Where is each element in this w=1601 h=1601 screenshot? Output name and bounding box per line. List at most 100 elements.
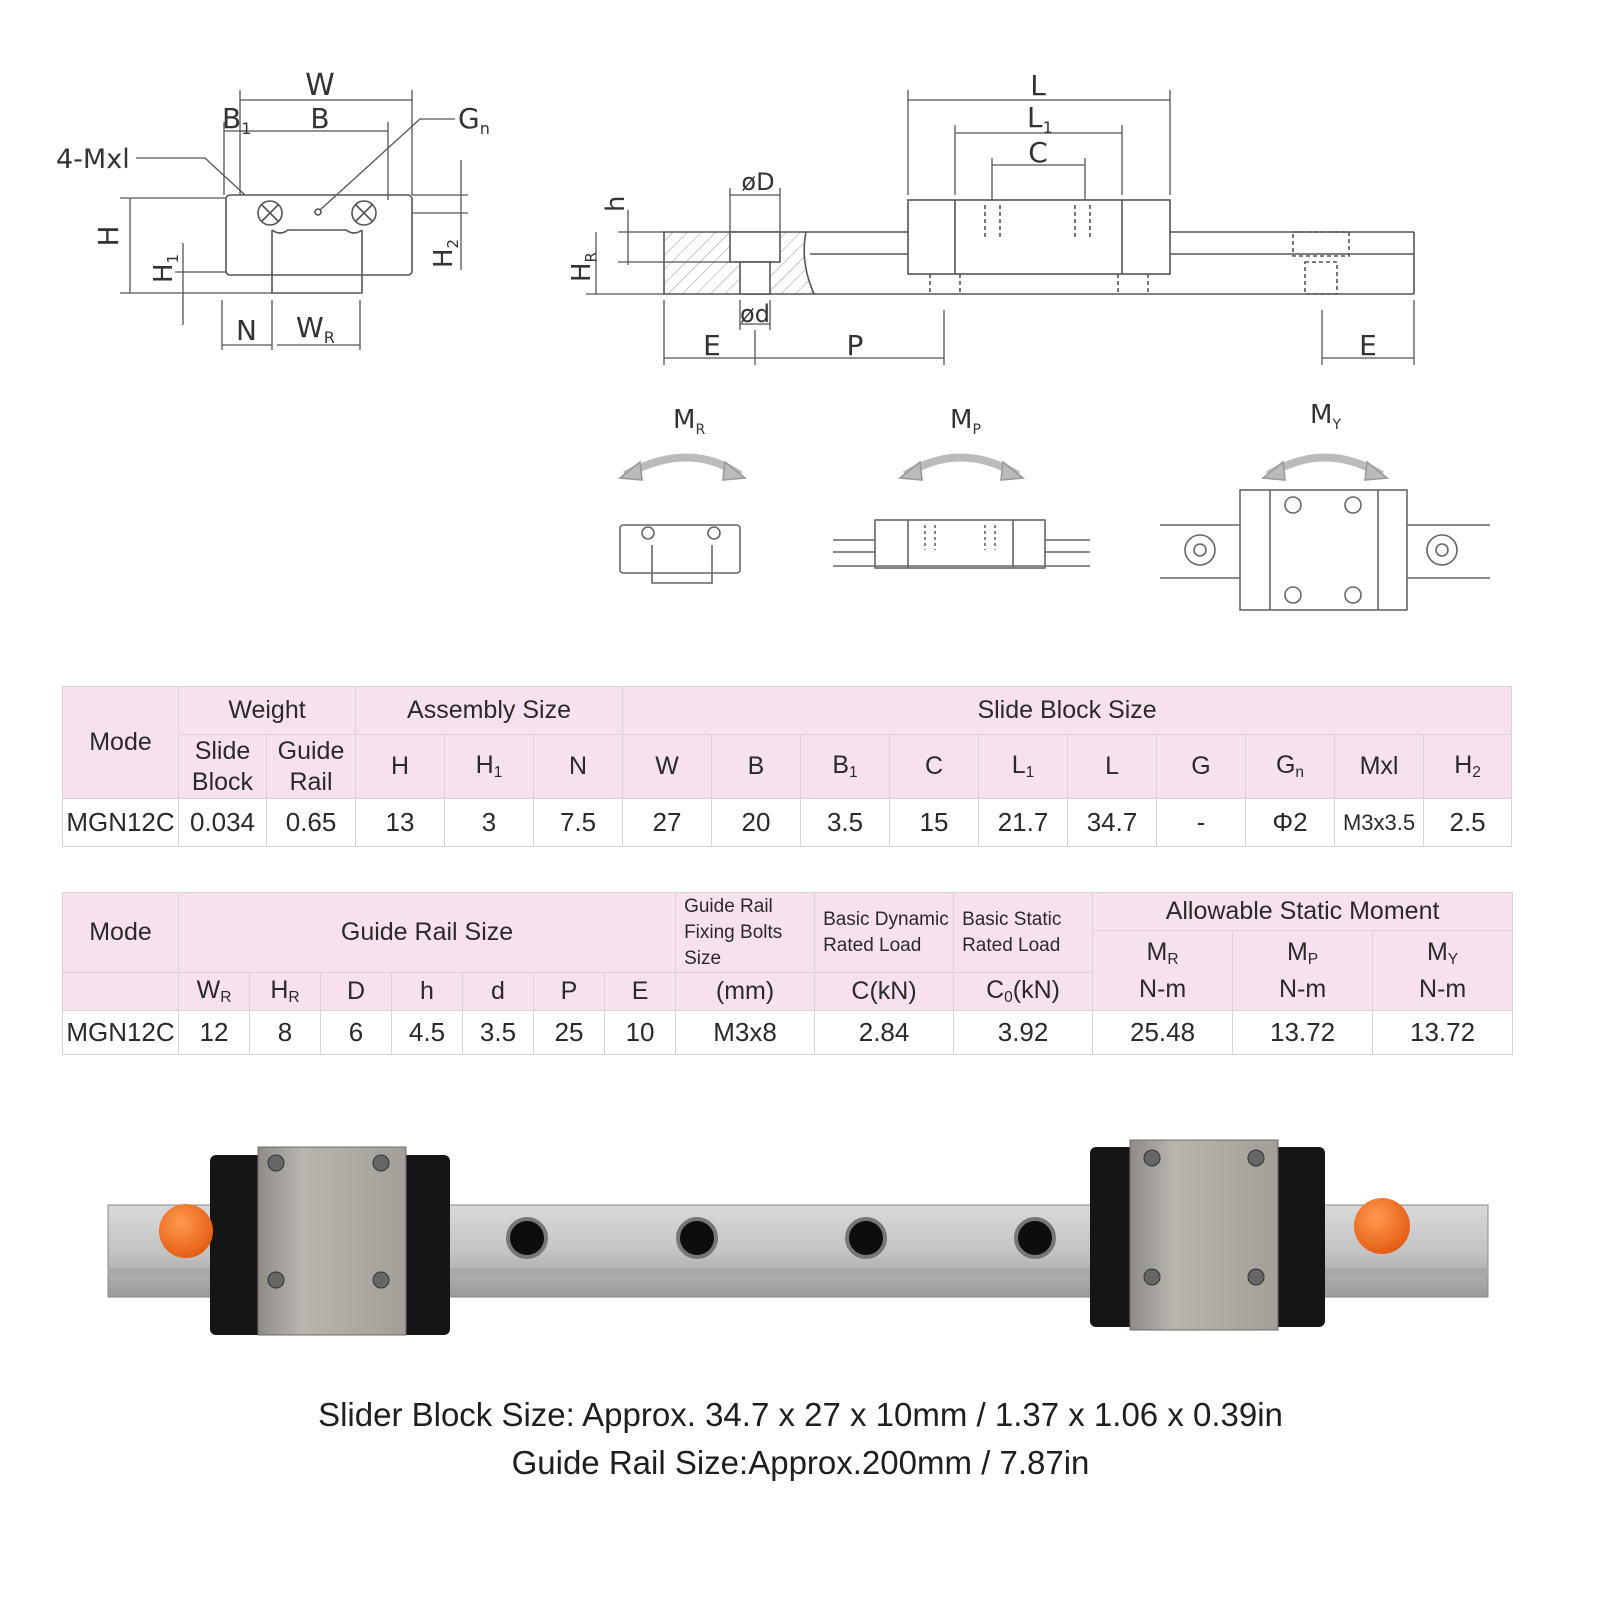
cross-section-drawing: W B B1 Gn 4-Mxl H H1 H2 N WR [56,68,490,350]
mp-block [874,519,1046,569]
my-block [1239,489,1408,611]
t2-cell: 8 [249,1010,321,1055]
side-view-drawing: L L1 C øD ød h HR E P E [567,69,1415,365]
label-MR: MR [673,405,705,438]
t1-cell: 15 [889,798,980,847]
t1-cell: 13 [355,798,446,847]
t1-cell: 0.65 [265,798,357,847]
t1-weight-header: Weight [177,686,357,735]
t1-cell: 3.5 [800,798,891,847]
t1-col-H: H [355,734,446,799]
t2-cell: 3.92 [953,1010,1094,1055]
t1-cell: 27 [622,798,713,847]
t1-col-G: G [1156,734,1247,799]
t1-col-W: W [622,734,713,799]
t1-cell: M3x3.5 [1334,798,1425,847]
t1-col-L1: L1 [978,734,1069,799]
t1-col-C: C [889,734,980,799]
dim-B1: B1 [222,102,251,138]
dim-D: øD [741,168,774,196]
t2-cell: 4.5 [391,1010,463,1055]
dim-Mxl: 4-Mxl [56,144,130,175]
rail-outline [271,230,363,294]
t1-col-B: B [711,734,802,799]
mr-block [619,524,741,574]
t2-dynamic-unit: C(kN) [814,972,955,1011]
t2-mode-header: Mode [62,892,179,973]
t1-cell: - [1156,798,1247,847]
t1-cell: MGN12C [62,798,179,847]
t1-slide-block-header: Slide Block [178,734,267,799]
dim-H1: H1 [149,254,182,283]
t1-assembly-header: Assembly Size [355,686,624,735]
t2-cell: 25.48 [1092,1010,1234,1055]
moment-diagrams: MR MP MY [617,400,1490,611]
t1-mode-header: Mode [62,686,179,799]
t2-col-E: E [603,972,677,1011]
t1-col-B1: B1 [800,734,891,799]
t2-cell: 12 [178,1010,250,1055]
t2-cell: 6 [320,1010,392,1055]
t1-col-L: L [1067,734,1158,799]
t2-cell: MGN12C [62,1010,179,1055]
t2-moment-header: Allowable Static Moment [1092,892,1514,931]
t2-bolts-header: Guide Rail Fixing Bolts Size [675,892,816,973]
t1-cell: Φ2 [1245,798,1336,847]
dim-L: L [1030,69,1046,102]
t1-cell: 3 [444,798,535,847]
t1-col-H1: H1 [444,734,535,799]
t2-col-D: D [320,972,392,1011]
t2-cell: 2.84 [814,1010,955,1055]
t1-col-N: N [533,734,624,799]
dim-H: H [92,225,125,246]
dim-d: ød [740,300,770,328]
label-MP: MP [950,405,981,438]
t1-col-H2: H2 [1423,734,1513,799]
t1-cell: 20 [711,798,802,847]
dim-B: B [310,102,329,135]
t1-col-Gn: Gn [1245,734,1336,799]
dim-Gn: Gn [458,102,490,138]
t1-cell: 7.5 [533,798,624,847]
t1-cell: 34.7 [1067,798,1158,847]
t2-guide-rail-size-header: Guide Rail Size [177,892,677,973]
t2-col-P: P [533,972,605,1011]
end-stopper-right [1354,1198,1410,1254]
spec-table-2: Mode Guide Rail Size Guide Rail Fixing B… [62,892,1514,1055]
t2-bolts-unit: (mm) [675,972,816,1011]
t2-static-unit: C0(kN) [953,972,1094,1011]
t2-cell: 25 [533,1010,605,1055]
t2-cell: M3x8 [675,1010,816,1055]
dim-N: N [236,314,257,347]
t2-cell: 10 [603,1010,677,1055]
t1-cell: 0.034 [178,798,267,847]
t2-static-header: Basic Static Rated Load [953,892,1094,973]
t2-cell: 13.72 [1232,1010,1374,1055]
dim-E-right: E [1359,329,1377,362]
dim-h: h [601,196,631,212]
dim-P: P [847,329,864,362]
slide-block-left [210,1146,450,1336]
dim-WR: WR [296,311,335,347]
t1-slide-block-size-header: Slide Block Size [622,686,1513,735]
t2-mode-spacer [62,972,179,1011]
t2-col-HR: HR [249,972,321,1011]
t2-dynamic-header: Basic Dynamic Rated Load [814,892,955,973]
product-illustration [107,1139,1489,1336]
side-block-outline [907,199,1171,275]
t1-guide-rail-header: Guide Rail [265,734,357,799]
dim-E-left: E [703,329,721,362]
rail-bolt-holes [506,1217,1056,1259]
dim-L1: L1 [1027,101,1053,137]
t1-cell: 2.5 [1423,798,1513,847]
end-stopper-left [159,1204,213,1258]
t2-col-h: h [391,972,463,1011]
caption-rail-size: Guide Rail Size:Approx.200mm / 7.87in [511,1444,1090,1481]
t2-cell: 3.5 [462,1010,534,1055]
t2-cell: 13.72 [1372,1010,1514,1055]
label-MY: MY [1310,400,1341,433]
t2-col-d: d [462,972,534,1011]
dim-H2: H2 [429,239,462,268]
